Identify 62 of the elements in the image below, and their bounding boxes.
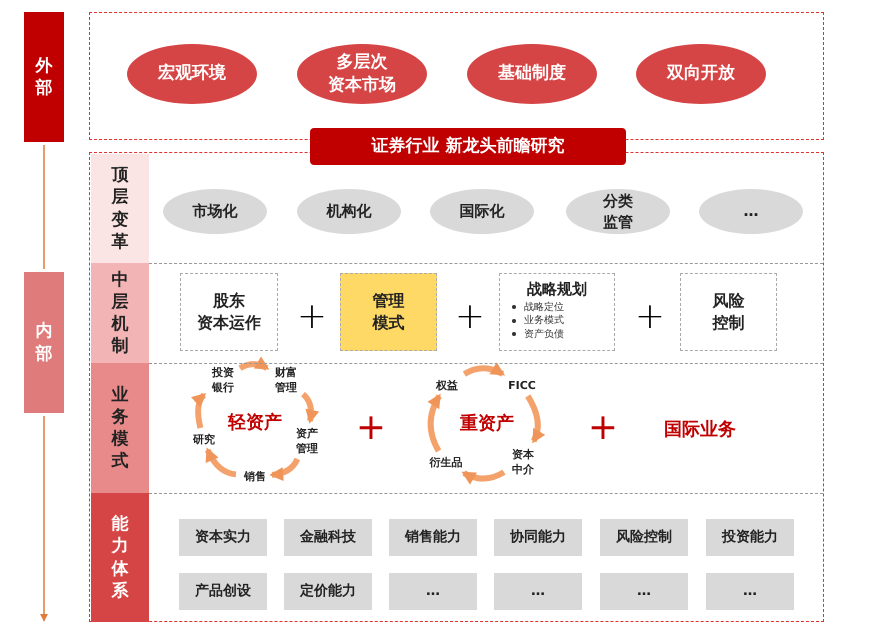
category-label: 重资产 [460, 415, 514, 433]
capability-box: 定价能力 [284, 573, 372, 610]
capability-box: 投资能力 [706, 519, 794, 556]
section-band: 业务模式 [91, 363, 149, 493]
connector-arrow [40, 416, 48, 622]
factor-ellipse: 宏观环境 [127, 44, 257, 104]
section-band: 顶层变革 [91, 154, 149, 263]
capability-box: … [494, 573, 582, 610]
category-label: 国际业务 [664, 421, 736, 439]
capability-box: … [600, 573, 688, 610]
bullet-item: 业务模式 [524, 314, 564, 328]
cycle-arrow [461, 470, 506, 484]
capability-box: … [706, 573, 794, 610]
capability-box: 资本实力 [179, 519, 267, 556]
business-label: FICC [503, 378, 541, 394]
cycle-arrow [269, 458, 300, 481]
plus-sign: + [356, 410, 386, 446]
cycle-arrow [462, 362, 506, 377]
factor-ellipse: 多层次资本市场 [297, 44, 427, 104]
mechanism-box: 股东资本运作 [180, 273, 278, 351]
business-label: 衍生品 [423, 455, 469, 471]
business-label: 资产管理 [292, 425, 322, 457]
bullet-item: 战略定位 [524, 300, 564, 314]
reform-ellipse: 分类监管 [566, 189, 670, 234]
mechanism-box: 管理模式 [340, 273, 437, 351]
business-label: 研究 [189, 432, 219, 448]
category-label: 轻资产 [228, 414, 282, 432]
cycle-arrow [428, 394, 442, 452]
business-label: 权益 [429, 378, 465, 394]
business-label: 销售 [240, 469, 270, 485]
reform-ellipse: … [699, 189, 803, 234]
business-label: 财富管理 [271, 365, 301, 395]
reform-ellipse: 市场化 [163, 189, 267, 234]
factor-ellipse: 双向开放 [636, 44, 766, 104]
cycle-arrow [191, 392, 206, 429]
section-band: 中层机制 [91, 263, 149, 363]
dashed-frame [89, 152, 824, 622]
box-heading: 战略规划 [527, 279, 587, 300]
capability-box: 销售能力 [389, 519, 477, 556]
section-band: 能力体系 [91, 493, 149, 622]
bullet-item: 资产负债 [524, 328, 564, 341]
business-label: 投资银行 [208, 365, 238, 395]
plus-sign: + [634, 299, 666, 335]
reform-ellipse: 机构化 [297, 189, 401, 234]
factor-ellipse: 基础制度 [467, 44, 597, 104]
business-label: 资本中介 [508, 445, 538, 479]
cycle-arrow [204, 447, 236, 478]
section-band: 内部 [24, 272, 64, 413]
capability-box: … [389, 573, 477, 610]
capability-box: 产品创设 [179, 573, 267, 610]
cycle-arrow [238, 356, 270, 371]
capability-box: 协同能力 [494, 519, 582, 556]
plus-sign: + [588, 410, 618, 446]
section-band: 外部 [24, 12, 64, 142]
mechanism-box: 风险控制 [680, 273, 777, 351]
plus-sign: + [454, 299, 486, 335]
plus-sign: + [296, 299, 328, 335]
capability-box: 金融科技 [284, 519, 372, 556]
mechanism-box [499, 273, 615, 351]
title-banner: 证券行业 新龙头前瞻研究 [310, 128, 626, 165]
capability-box: 风险控制 [600, 519, 688, 556]
reform-ellipse: 国际化 [430, 189, 534, 234]
